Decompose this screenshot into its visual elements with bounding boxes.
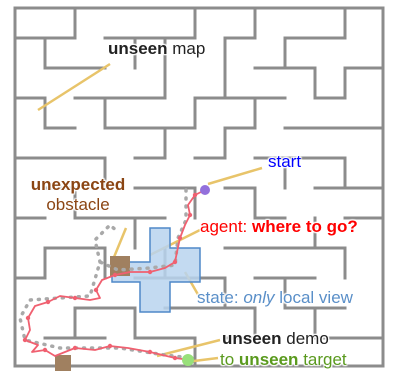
label-target-rest: target bbox=[303, 350, 347, 369]
demo-branch bbox=[93, 222, 120, 264]
agent-path-points bbox=[22, 192, 198, 361]
callout-line-start bbox=[207, 166, 263, 186]
label-unseen-target: to unseen target bbox=[220, 350, 347, 370]
label-unexpected-obstacle: unexpected obstacle bbox=[23, 175, 133, 215]
label-target-emph: unseen bbox=[238, 350, 299, 369]
label-obstacle-line1: unexpected bbox=[30, 175, 126, 194]
label-agent: agent: where to go? bbox=[200, 217, 358, 237]
label-unseen-map-rest: map bbox=[172, 39, 206, 58]
label-start: start bbox=[268, 152, 301, 172]
label-state: state: only local view bbox=[197, 288, 353, 308]
label-obstacle-line2: obstacle bbox=[46, 195, 110, 214]
label-unseen-demo: unseen demo bbox=[222, 329, 329, 349]
label-start-text: start bbox=[268, 152, 302, 171]
label-agent-emph: where to go? bbox=[252, 217, 358, 236]
callout-line-demo bbox=[156, 338, 221, 358]
label-unseen-map: unseen map bbox=[108, 39, 205, 59]
label-state-rest: local view bbox=[279, 288, 353, 307]
target-marker bbox=[182, 354, 194, 366]
obstacle-bottom bbox=[55, 355, 71, 371]
label-unseen-map-emph: unseen bbox=[108, 39, 168, 58]
start-marker bbox=[200, 185, 210, 195]
label-unseen-demo-rest: demo bbox=[286, 329, 329, 348]
label-state-prefix: state: bbox=[197, 288, 239, 307]
callout-line-unseen-map bbox=[37, 62, 111, 112]
label-state-emph: only bbox=[243, 288, 275, 307]
maze-walls bbox=[13, 6, 385, 368]
label-target-prefix: to bbox=[220, 350, 235, 369]
label-agent-prefix: agent: bbox=[200, 217, 248, 236]
label-unseen-demo-emph: unseen bbox=[222, 329, 282, 348]
agent-trajectory bbox=[24, 189, 206, 361]
